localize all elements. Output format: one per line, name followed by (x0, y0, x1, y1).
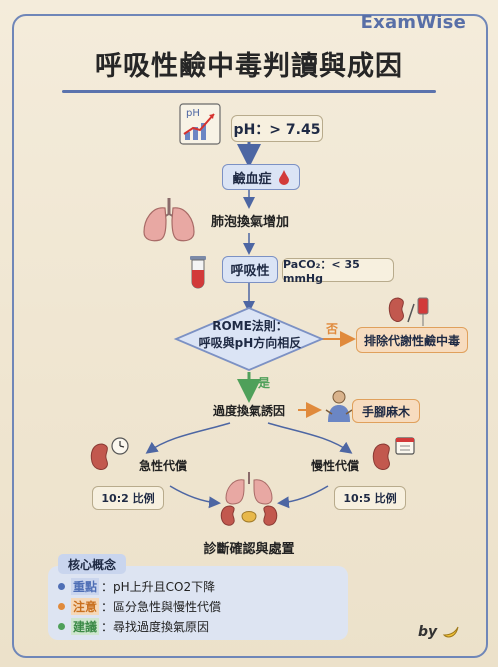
core-item-key: 建議 (71, 618, 100, 635)
brand-logo: ExamWise (360, 12, 466, 33)
yes-label: 是 (258, 376, 271, 390)
page-frame (12, 14, 488, 658)
acute-ratio-box: 10:2 比例 (92, 486, 164, 510)
arrow-to-acute (145, 422, 231, 454)
chronic-compensation-label: 慢性代償 (310, 458, 359, 473)
core-item: 注意 ： 區分急性與慢性代償 (58, 598, 221, 615)
byline: by (418, 624, 460, 640)
hyperventilation-cause-label: 過度換氣誘因 (212, 403, 285, 418)
kidney-iv-icon (388, 297, 429, 326)
core-item: 重點 ： pH上升且CO2下降 (58, 578, 215, 595)
title-underline (62, 90, 436, 93)
core-item-text: 尋找過度換氣原因 (113, 620, 210, 634)
chronic-ratio-box: 10:5 比例 (334, 486, 406, 510)
byline-text: by (417, 624, 438, 640)
arrow-to-chronic (267, 422, 353, 454)
core-concepts-title: 核心概念 (58, 554, 126, 574)
blood-drop-icon (278, 169, 289, 185)
arrow-acute-to-diagnosis (169, 485, 221, 509)
core-item-colon: ： (101, 600, 114, 614)
respiratory-box: 呼吸性 (222, 256, 278, 283)
core-item: 建議 ： 尋找過度換氣原因 (58, 618, 209, 635)
acute-compensation-label: 急性代償 (138, 458, 187, 473)
core-item-key: 重點 (71, 578, 100, 595)
organs-icon (220, 472, 278, 526)
test-tube-icon (190, 256, 206, 289)
lungs-icon (143, 198, 195, 242)
core-item-key: 注意 (71, 598, 100, 615)
alkalemia-label: 鹼血症 (232, 171, 272, 187)
core-item-dot (58, 603, 65, 610)
core-item-colon: ： (101, 580, 114, 594)
core-item-dot (58, 583, 65, 590)
kidney-clock-icon (90, 437, 129, 470)
banana-icon (442, 626, 459, 638)
alkalemia-box: 鹼血症 (222, 164, 300, 190)
alveolar-ventilation-label: 肺泡換氣增加 (210, 214, 289, 230)
core-item-text: 區分急性與慢性代償 (113, 600, 222, 614)
core-item-text: pH上升且CO2下降 (113, 580, 216, 594)
diagnosis-label: 診斷確認與處置 (203, 541, 295, 557)
exclude-metabolic-box: 排除代謝性鹼中毒 (356, 327, 468, 353)
svg-text:pH: pH (186, 108, 200, 119)
rome-line1: ROME法則： (212, 319, 288, 333)
page-title: 呼吸性鹼中毒判讀與成因 (95, 51, 403, 82)
numbness-box: 手腳麻木 (352, 399, 420, 423)
rome-rule-text: ROME法則： 呼吸與pH方向相反 (170, 318, 330, 352)
rome-diamond (173, 307, 325, 371)
numbness-person-icon (325, 390, 353, 422)
core-item-colon: ： (101, 620, 114, 634)
ph-chart-icon: pH (179, 103, 221, 145)
paco2-box: PaCO₂：< 35 mmHg (282, 258, 394, 285)
arrow-chronic-to-diagnosis (277, 485, 329, 509)
kidney-calendar-icon (372, 437, 415, 470)
ph-box: pH：> 7.45 (231, 115, 323, 142)
no-label: 否 (326, 322, 339, 336)
core-item-dot (58, 623, 65, 630)
rome-line2: 呼吸與pH方向相反 (198, 336, 302, 350)
